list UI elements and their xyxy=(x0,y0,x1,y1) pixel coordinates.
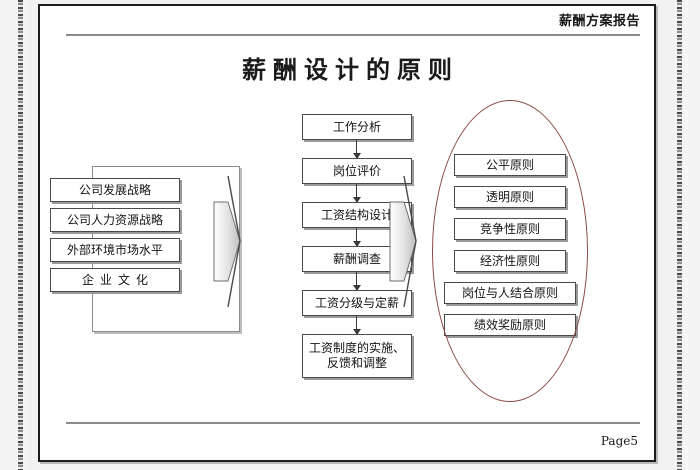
principle-performance-incentive: 绩效奖励原则 xyxy=(444,314,576,336)
center-step-job-evaluation: 岗位评价 xyxy=(302,158,412,184)
principle-fairness: 公平原则 xyxy=(454,154,566,176)
flow-connector-5 xyxy=(353,316,361,335)
center-step-job-analysis: 工作分析 xyxy=(302,114,412,140)
principle-economy: 经济性原则 xyxy=(454,250,566,272)
left-item-company-development-strategy: 公司发展战略 xyxy=(50,178,180,202)
center-step-implementation-feedback-adjustment: 工资制度的实施、 反馈和调整 xyxy=(302,334,412,378)
document-page: 薪酬方案报告 薪酬设计的原则 公司发展战略 公司人力资源战略 外部环境市场水平 … xyxy=(38,4,656,462)
salary-design-principles-diagram: 公司发展战略 公司人力资源战略 外部环境市场水平 企业文化 xyxy=(40,92,658,412)
left-item-corporate-culture: 企业文化 xyxy=(50,268,180,292)
page-number: Page5 xyxy=(600,434,638,448)
left-item-hr-strategy: 公司人力资源战略 xyxy=(50,208,180,232)
flow-connector-2 xyxy=(353,184,361,203)
principle-job-person-fit: 岗位与人结合原则 xyxy=(444,282,576,304)
header-divider xyxy=(66,34,640,36)
page-header: 薪酬方案报告 xyxy=(40,6,654,40)
flow-connector-3 xyxy=(353,228,361,247)
principle-transparency: 透明原则 xyxy=(454,186,566,208)
center-to-right-arrow xyxy=(388,174,418,309)
left-item-external-market-level: 外部环境市场水平 xyxy=(50,238,180,262)
principle-competitiveness: 竞争性原则 xyxy=(454,218,566,240)
center-step-wage-grading-and-pricing: 工资分级与定薪 xyxy=(302,290,412,316)
left-to-center-arrow xyxy=(212,174,242,309)
running-header-title: 薪酬方案报告 xyxy=(558,14,640,29)
page-title: 薪酬设计的原则 xyxy=(242,55,459,84)
flow-connector-1 xyxy=(353,140,361,159)
footer-divider xyxy=(66,422,640,424)
scan-artifact-strip-left xyxy=(18,0,23,470)
scan-artifact-strip-right xyxy=(677,0,682,470)
flow-connector-4 xyxy=(353,272,361,291)
